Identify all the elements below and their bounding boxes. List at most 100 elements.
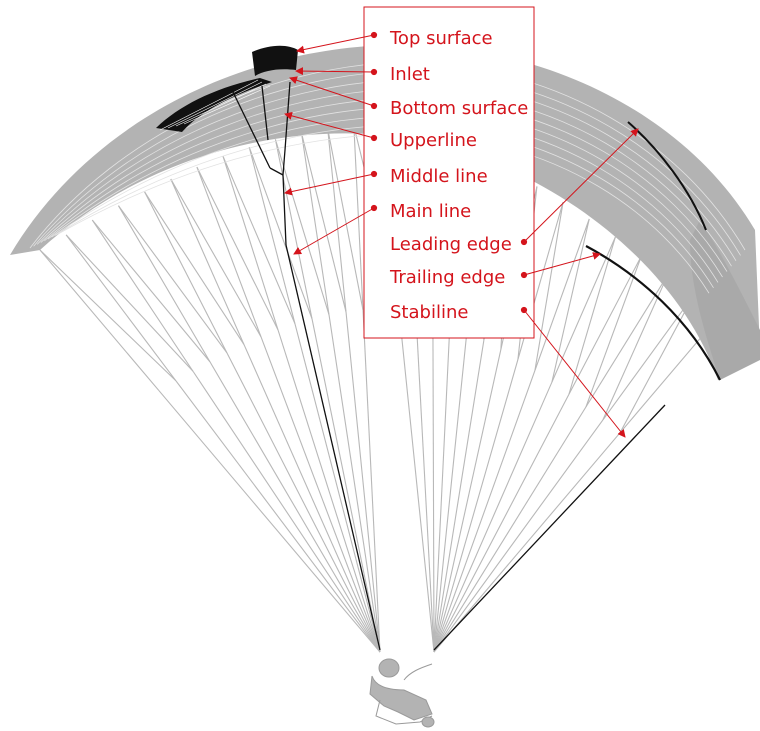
suspension-line-upper bbox=[91, 219, 194, 372]
suspension-line-upper bbox=[327, 128, 347, 312]
label-middle-line: Middle line bbox=[390, 166, 488, 187]
suspension-line-cascade bbox=[534, 202, 564, 371]
suspension-line-lower bbox=[433, 419, 604, 653]
suspension-line-upper bbox=[300, 133, 330, 315]
suspension-line-cascade bbox=[568, 236, 616, 395]
suspension-line-upper bbox=[248, 146, 296, 324]
leader-top-surface bbox=[296, 34, 375, 54]
pilot-foot bbox=[421, 716, 435, 728]
suspension-line-lower bbox=[433, 381, 553, 653]
leader-dot-upperline bbox=[370, 134, 378, 142]
suspension-line-upper bbox=[568, 255, 643, 395]
suspension-line-lower bbox=[398, 309, 435, 653]
leader-dot-leading-edge bbox=[520, 238, 528, 246]
suspension-line-cascade bbox=[619, 294, 695, 434]
leader-dot-main-line bbox=[370, 204, 378, 212]
label-leading-edge: Leading edge bbox=[390, 234, 512, 255]
suspension-line-lower bbox=[311, 318, 381, 653]
leader-dot-trailing-edge bbox=[520, 271, 528, 279]
suspension-line-lower bbox=[260, 336, 381, 653]
leader-main-line bbox=[293, 207, 375, 255]
suspension-line-cascade bbox=[602, 274, 669, 421]
suspension-line-lower bbox=[209, 361, 381, 653]
leader-bottom-surface bbox=[289, 76, 375, 107]
stabiline-highlight bbox=[433, 404, 666, 651]
annotation-leaders bbox=[284, 31, 639, 438]
suspension-line-upper bbox=[585, 274, 669, 408]
legend-box bbox=[363, 6, 535, 339]
label-main-line: Main line bbox=[390, 201, 471, 222]
riser-line-highlight bbox=[285, 244, 381, 651]
suspension-line-lower bbox=[345, 311, 381, 653]
suspension-line-cascade bbox=[222, 156, 296, 325]
suspension-line-upper bbox=[144, 191, 228, 354]
cell-rib-hatch bbox=[159, 79, 271, 131]
suspension-line-upper bbox=[353, 125, 364, 311]
suspension-line-upper bbox=[117, 205, 211, 363]
leader-inlet bbox=[295, 67, 375, 76]
suspension-line-upper bbox=[534, 218, 590, 371]
suspension-line-cascade bbox=[65, 234, 194, 372]
leader-dot-middle-line bbox=[370, 170, 378, 178]
suspension-line-lower bbox=[175, 380, 381, 653]
trailing-edge-highlight bbox=[585, 245, 721, 381]
label-top-surface: Top surface bbox=[389, 28, 493, 49]
suspension-line-lower bbox=[226, 352, 381, 653]
suspension-line-lower bbox=[294, 323, 381, 653]
suspension-line-upper bbox=[196, 166, 262, 338]
suspension-line-cascade bbox=[39, 249, 177, 382]
leader-trailing-edge bbox=[523, 252, 601, 276]
suspension-line-cascade bbox=[196, 166, 279, 331]
suspension-line-lower bbox=[433, 349, 502, 653]
label-stabiline: Stabiline bbox=[390, 302, 468, 323]
suspension-line-cascade bbox=[170, 178, 262, 338]
highlighted-lines bbox=[231, 81, 666, 651]
leader-dot-inlet bbox=[370, 68, 378, 76]
suspension-line-upper bbox=[274, 139, 313, 319]
main-line-highlight bbox=[269, 149, 287, 246]
suspension-line-cascade bbox=[118, 205, 228, 354]
suspension-line-lower bbox=[192, 370, 381, 653]
leader-dot-top-surface bbox=[370, 31, 378, 39]
suspension-line-lower bbox=[277, 329, 381, 653]
leader-leading-edge bbox=[523, 128, 639, 243]
pilot-body bbox=[369, 675, 433, 721]
suspension-line-lower bbox=[362, 310, 381, 653]
leader-dot-bottom-surface bbox=[370, 102, 378, 110]
canopy-body bbox=[10, 44, 760, 380]
label-inlet: Inlet bbox=[390, 64, 430, 85]
canopy-right-flank bbox=[690, 220, 760, 380]
leader-upperline bbox=[284, 111, 375, 139]
suspension-line-upper bbox=[170, 178, 245, 345]
suspension-line-upper bbox=[39, 249, 160, 392]
cell-top-surface bbox=[252, 45, 298, 76]
suspension-line-upper bbox=[602, 294, 695, 421]
suspension-line-lower bbox=[433, 394, 570, 653]
suspension-line-cascade bbox=[585, 255, 643, 408]
suspension-line-upper bbox=[65, 234, 177, 382]
suspension-line-lower bbox=[433, 359, 519, 653]
suspension-line-lower bbox=[158, 390, 381, 653]
suspension-line-cascade bbox=[248, 146, 313, 319]
suspension-line-lower bbox=[433, 331, 468, 653]
leader-dot-stabiline bbox=[520, 306, 528, 314]
pilot bbox=[369, 658, 435, 728]
suspension-line-cascade bbox=[301, 132, 347, 312]
suspension-line-lower bbox=[433, 324, 451, 653]
suspension-line-lower bbox=[433, 370, 536, 653]
pilot-arm bbox=[403, 663, 433, 681]
suspension-line-lower bbox=[432, 318, 435, 653]
suspension-line-cascade bbox=[551, 218, 590, 383]
label-trailing-edge: Trailing edge bbox=[389, 267, 505, 288]
pilot-helmet bbox=[378, 658, 400, 678]
leader-middle-line bbox=[284, 173, 375, 196]
suspension-line-lower bbox=[433, 432, 621, 653]
suspension-line-lower bbox=[328, 314, 381, 653]
suspension-line-lower bbox=[243, 344, 381, 653]
leader-stabiline bbox=[523, 309, 626, 438]
label-bottom-surface: Bottom surface bbox=[390, 98, 528, 119]
suspension-line-cascade bbox=[327, 128, 364, 311]
suspension-line-upper bbox=[222, 156, 279, 331]
suspension-line-cascade bbox=[91, 219, 211, 363]
